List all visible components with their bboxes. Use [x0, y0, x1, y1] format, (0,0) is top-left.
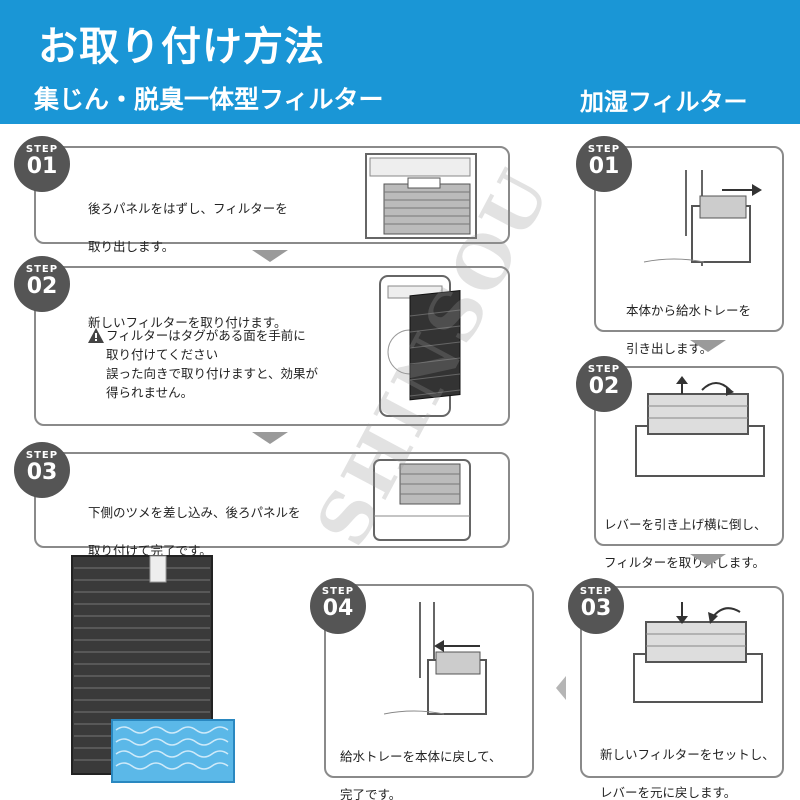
humidifier-filter-heading: 加湿フィルター: [580, 87, 748, 116]
right-step-01-badge: STEP 01: [576, 136, 632, 192]
left-arrow-01-02: [252, 250, 288, 262]
left-step-02-text: 新しいフィルターを取り付けます。: [88, 315, 287, 330]
lever-lift-illustration: [635, 376, 765, 477]
rear-panel-attach-illustration: [373, 459, 471, 541]
left-step-03-text: 下側のツメを差し込み、後ろパネルを 取り付けて完了です。: [88, 505, 301, 558]
right-arrow-02-03: [690, 554, 726, 566]
water-tray-return-illustration: [384, 602, 487, 715]
filter-insertion-illustration: [379, 275, 461, 417]
right-step-02-badge: STEP 02: [576, 356, 632, 412]
left-step-01-badge: STEP 01: [14, 136, 70, 192]
right-step-04-badge: STEP 04: [310, 578, 366, 634]
filter-set-illustration: [633, 602, 763, 703]
header-banner: お取り付け方法 集じん・脱臭一体型フィルター 加湿フィルター: [0, 0, 800, 124]
water-tray-pull-illustration: [643, 170, 762, 266]
right-step-03-badge: STEP 03: [568, 578, 624, 634]
left-step-03-badge: STEP 03: [14, 442, 70, 498]
left-step-02-warning: フィルターはタグがある面を手前に 取り付けてください 誤った向きで取り付けますと…: [88, 326, 318, 402]
right-step-04-text: 給水トレーを本体に戻して、 完了です。: [340, 749, 502, 800]
right-arrow-03-04: [556, 676, 566, 700]
right-step-02-text: レバーを引き上げ横に倒し、 フィルターを取り外します。: [604, 517, 767, 570]
warning-icon: [88, 328, 104, 343]
page-title: お取り付け方法: [38, 23, 325, 70]
right-step-01-text: 本体から給水トレーを 引き出します。: [626, 303, 752, 356]
right-arrow-01-02: [690, 340, 726, 352]
right-step-03-text: 新しいフィルターをセットし、 レバーを元に戻します。: [600, 747, 775, 800]
left-step-02-badge: STEP 02: [14, 256, 70, 312]
dust-deodorizing-filter-heading: 集じん・脱臭一体型フィルター: [34, 85, 384, 114]
left-step-01-text: 後ろパネルをはずし、フィルターを 取り出します。: [88, 201, 288, 254]
product-filters-image: [71, 555, 235, 783]
left-arrow-02-03: [252, 432, 288, 444]
rear-panel-removal-illustration: [365, 153, 477, 239]
